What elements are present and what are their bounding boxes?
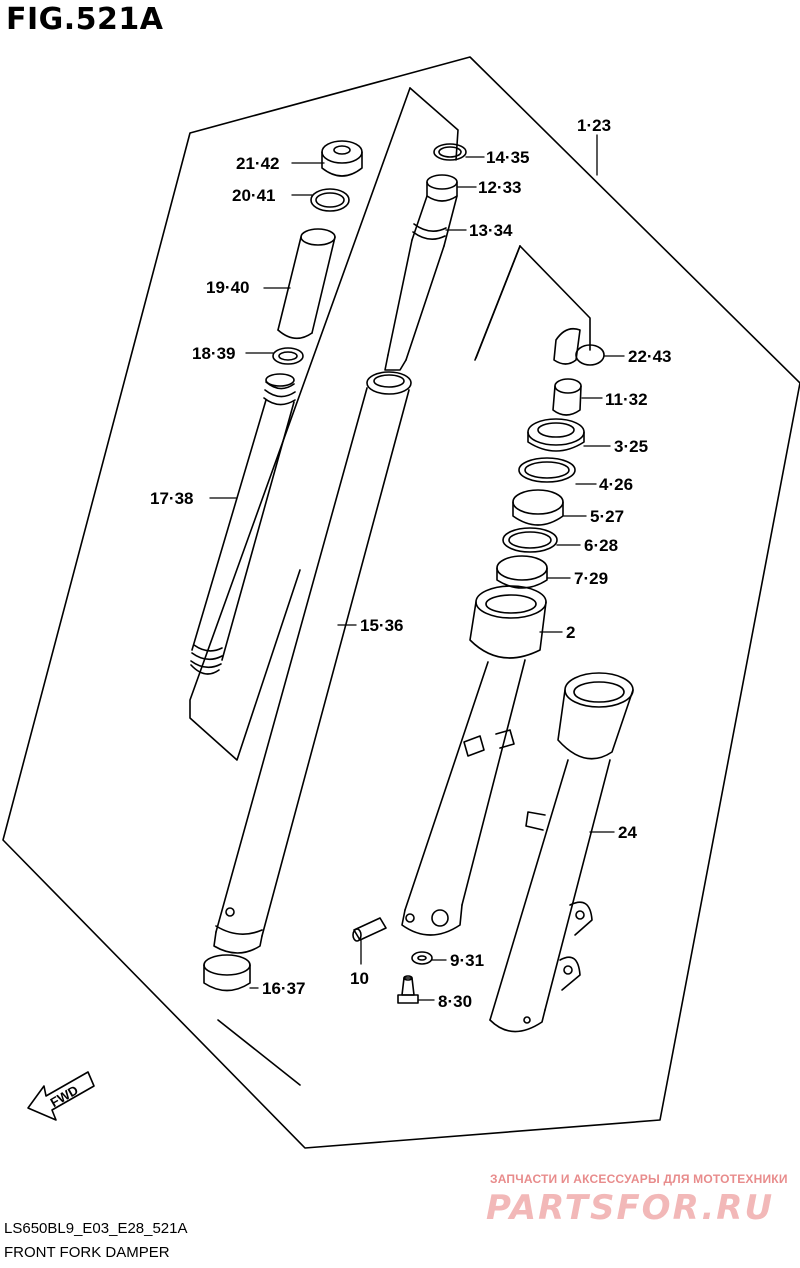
assembly-outline-inner-edge2: [475, 245, 521, 359]
guide-bush-part: [496, 555, 548, 589]
assembly-outline-outer: [2, 56, 800, 1149]
fwd-arrow-icon: FWD: [27, 1071, 95, 1121]
bolt-part: [352, 917, 387, 942]
inner-tube-part: [213, 371, 412, 954]
callout-15-36: 15·36: [360, 616, 403, 635]
assembly-outline-inner-right: [519, 245, 591, 351]
bush-part: [512, 489, 564, 526]
callout-1-23: 1·23: [577, 116, 611, 135]
callout-6-28: 6·28: [584, 536, 618, 555]
callout-12-33: 12·33: [478, 178, 521, 197]
callout-7-29: 7·29: [574, 569, 608, 588]
ring-part: [433, 143, 467, 161]
outer-leg-part: [489, 672, 634, 1033]
watermark-tagline: ЗАПЧАСТИ И АКСЕССУАРЫ ДЛЯ МОТОТЕХНИКИ: [490, 1172, 788, 1186]
assembly-outline-inner-left: [189, 87, 411, 761]
callout-18-39: 18·39: [192, 344, 235, 363]
callout-22-43: 22·43: [628, 347, 671, 366]
callout-14-35: 14·35: [486, 148, 529, 167]
assembly-outline-inner-edge: [217, 1019, 301, 1086]
callout-3-25: 3·25: [614, 437, 648, 456]
seal-washer-part: [502, 527, 558, 553]
callout-19-40: 19·40: [206, 278, 249, 297]
stopper-ring-part: [518, 457, 576, 483]
spacer-tube-part: [277, 228, 336, 340]
dust-seal-part: [553, 327, 605, 366]
callout-16-37: 16·37: [262, 979, 305, 998]
callout-20-41: 20·41: [232, 186, 275, 205]
gasket-part: [411, 951, 433, 965]
fork-spring-part: [190, 373, 296, 675]
callout-21-42: 21·42: [236, 154, 279, 173]
cylinder-part: [552, 378, 582, 416]
assembly-outline-inner-center: [409, 87, 459, 161]
outer-tube-part: [401, 585, 547, 936]
washer-part: [272, 347, 304, 365]
callout-17-38: 17·38: [150, 489, 193, 508]
o-ring-part: [310, 188, 350, 212]
callout-4-26: 4·26: [599, 475, 633, 494]
callout-8-30: 8·30: [438, 992, 472, 1011]
callout-9-31: 9·31: [450, 951, 484, 970]
oil-seal-part: [527, 418, 585, 452]
callout-13-34: 13·34: [469, 221, 513, 240]
callout-24: 24: [618, 823, 637, 842]
watermark-logo: PARTSFOR.RU: [486, 1188, 775, 1228]
callout-2: 2: [566, 623, 575, 642]
leader-lines: [209, 134, 625, 1001]
damper-rod-part: [384, 174, 458, 371]
figure-title: FIG.521A: [6, 2, 164, 37]
cap-bolt-part: [321, 140, 363, 177]
callout-10: 10: [350, 969, 369, 988]
callout-11-32: 11·32: [605, 390, 648, 409]
callout-5-27: 5·27: [590, 507, 624, 526]
slide-bush-part: [203, 954, 251, 992]
drain-bolt-part: [397, 975, 419, 1004]
figure-code: LS650BL9_E03_E28_521A: [4, 1220, 188, 1237]
figure-subtitle: FRONT FORK DAMPER: [4, 1244, 170, 1261]
